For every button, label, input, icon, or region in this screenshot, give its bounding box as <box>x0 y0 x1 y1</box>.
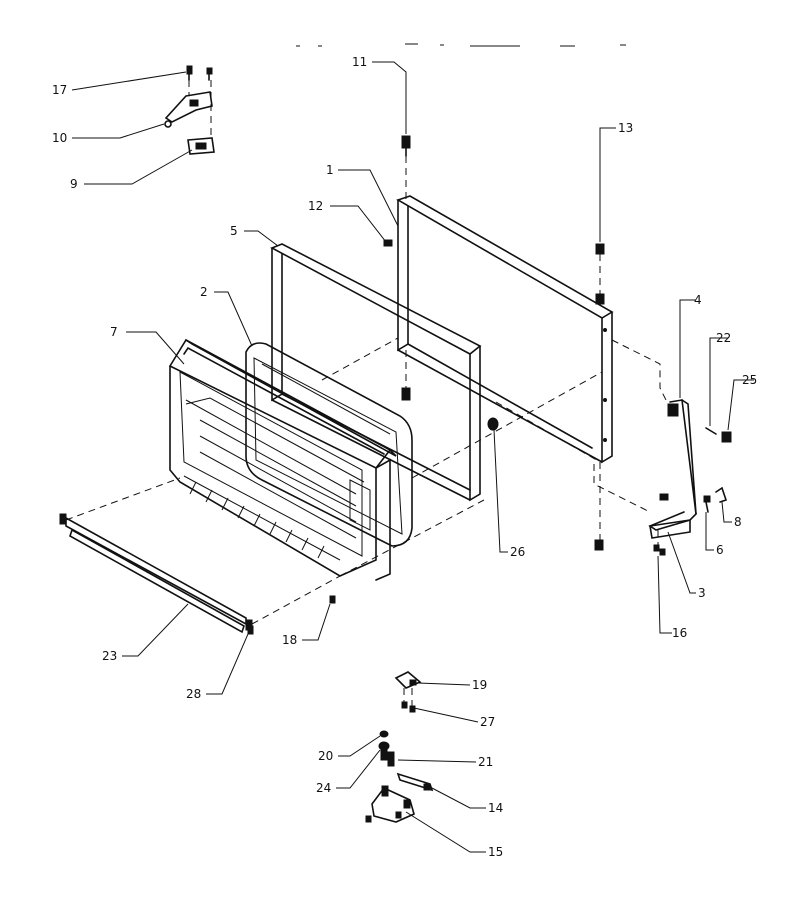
callout-5: 5 <box>230 224 238 238</box>
callout-10: 10 <box>52 131 67 145</box>
screw-28 <box>247 625 254 635</box>
callout-26: 26 <box>510 545 525 559</box>
callout-17: 17 <box>52 83 67 97</box>
callout-15: 15 <box>488 845 503 859</box>
header-marks <box>296 43 626 47</box>
callout-7: 7 <box>110 325 118 339</box>
upper-hinge-assembly <box>164 65 215 155</box>
callout-12: 12 <box>308 199 323 213</box>
shelf-grille <box>189 481 325 559</box>
callout-1: 1 <box>326 163 334 177</box>
door-outer-frame-1 <box>396 195 614 464</box>
callout-21: 21 <box>478 755 493 769</box>
door-handle-23 <box>59 513 253 634</box>
callout-25: 25 <box>742 373 757 387</box>
hinge-plate-10 <box>164 91 213 128</box>
screw-12 <box>383 239 393 247</box>
washer-20 <box>379 730 389 738</box>
callout-8: 8 <box>734 515 742 529</box>
screw-lower-left <box>401 387 411 401</box>
door-panel-7 <box>168 338 397 581</box>
bracket-19 <box>394 671 422 689</box>
callout-3: 3 <box>698 586 706 600</box>
callout-6: 6 <box>716 543 724 557</box>
callout-20: 20 <box>318 749 333 763</box>
bumper-26 <box>487 417 499 431</box>
lever-14 <box>396 772 434 792</box>
callout-13: 13 <box>618 121 633 135</box>
door-gasket-2 <box>245 342 413 547</box>
screws-27 <box>401 701 416 713</box>
screw-6 <box>703 495 711 513</box>
callout-22: 22 <box>716 331 731 345</box>
pivot-21 <box>387 751 395 767</box>
callout-23: 23 <box>102 649 117 663</box>
callout-19: 19 <box>472 678 487 692</box>
screw-11 <box>401 135 411 157</box>
leader-lines <box>71 61 754 853</box>
callout-labels: 17 10 9 11 1 12 5 2 7 13 4 22 25 8 6 3 1… <box>52 55 757 859</box>
callout-11: 11 <box>352 55 367 69</box>
assembly-lines <box>65 156 669 625</box>
hinge-block-15 <box>365 785 415 823</box>
callout-24: 24 <box>316 781 331 795</box>
cap-25 <box>721 431 732 443</box>
callout-28: 28 <box>186 687 201 701</box>
screw-16 <box>653 544 666 556</box>
callout-4: 4 <box>694 293 702 307</box>
pin-8 <box>715 486 728 503</box>
door-liner-5 <box>270 243 482 502</box>
screw-18 <box>329 595 336 604</box>
right-hinge-assembly <box>648 399 732 556</box>
callout-27: 27 <box>480 715 495 729</box>
hinge-bracket-9 <box>187 137 215 155</box>
lower-mechanism <box>365 671 434 823</box>
screw-13 <box>595 243 605 305</box>
callout-2: 2 <box>200 285 208 299</box>
callout-9: 9 <box>70 177 78 191</box>
callout-18: 18 <box>282 633 297 647</box>
callout-14: 14 <box>488 801 503 815</box>
callout-16: 16 <box>672 626 687 640</box>
screw-22 <box>705 427 717 435</box>
screw-lower-right <box>594 539 604 551</box>
screw-17 <box>186 65 213 81</box>
bushing-24 <box>378 741 390 761</box>
